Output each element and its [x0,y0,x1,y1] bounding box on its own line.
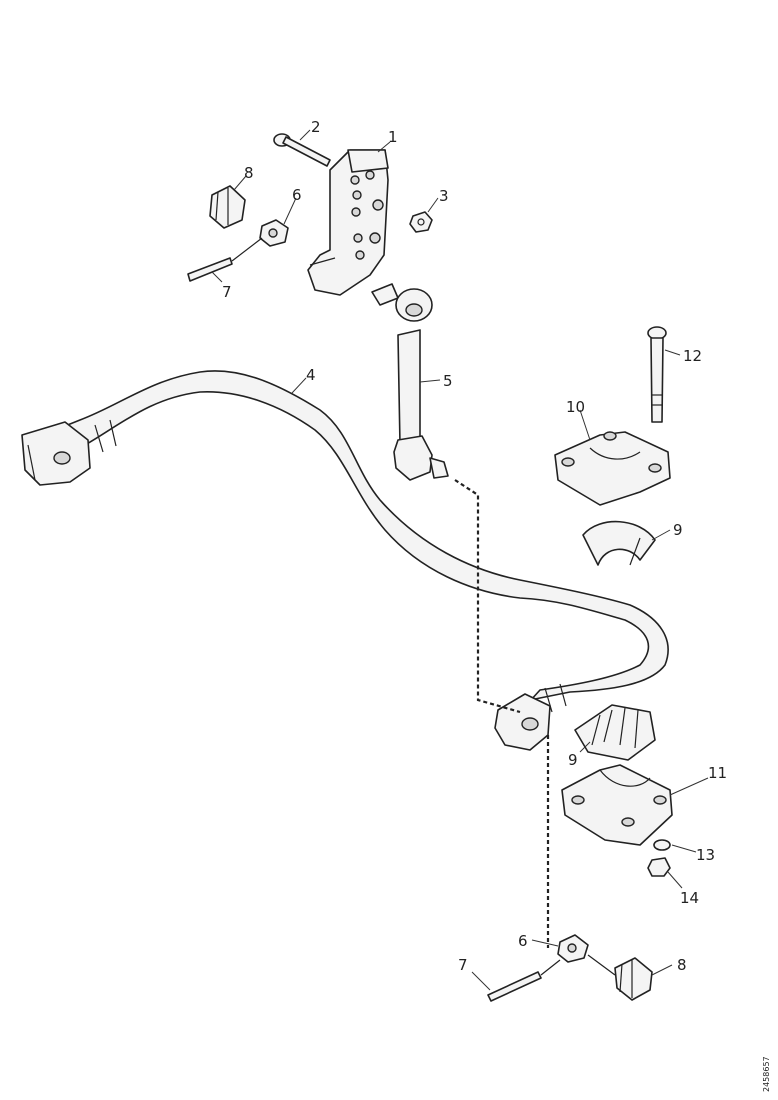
callout-9-lower: 9 [568,751,578,769]
callout-11: 11 [708,764,727,782]
callout-14: 14 [680,889,699,907]
callout-5: 5 [443,372,453,390]
stabilizer-bar [29,370,669,713]
bushing-9-upper [582,520,656,566]
callout-7-bottom: 7 [458,956,468,974]
callout-3: 3 [439,187,449,205]
cap-nut-8-bottom [587,954,653,1001]
callout-1: 1 [388,128,398,146]
callout-7-top: 7 [222,283,232,301]
washer-6-bottom [557,934,589,963]
leader-lines [211,129,709,991]
washer-6-top [259,219,289,247]
callout-6-top: 6 [292,186,302,204]
washer-13 [653,839,671,851]
callout-9-upper: 9 [673,521,683,539]
callout-10: 10 [566,398,585,416]
bar-end-left [21,421,91,486]
callout-13: 13 [696,846,715,864]
reference-number: 2458657 [762,1056,771,1092]
cap-nut-8-top [209,185,246,229]
stud-7-bottom [487,959,561,1002]
assembly-line-link [454,479,521,714]
link-rod [371,283,449,481]
bar-end-right [494,693,551,751]
nut-14 [647,857,671,877]
bushing-9-lower [574,704,656,761]
callout-8-top: 8 [244,164,254,182]
bolt-12 [647,326,667,423]
callout-4: 4 [306,366,316,384]
callout-8-bottom: 8 [677,956,687,974]
callout-6-bottom: 6 [518,932,528,950]
callouts: 1 2 3 4 5 6 7 8 9 10 9 11 12 13 14 6 7 8 [222,118,727,974]
clamp-upper [554,431,671,506]
stud-7-top [187,237,263,282]
bracket [307,149,389,296]
clamp-lower [561,764,673,846]
nut-3 [409,211,433,233]
callout-2: 2 [311,118,321,136]
bolt-2 [273,133,331,167]
callout-12: 12 [683,347,702,365]
